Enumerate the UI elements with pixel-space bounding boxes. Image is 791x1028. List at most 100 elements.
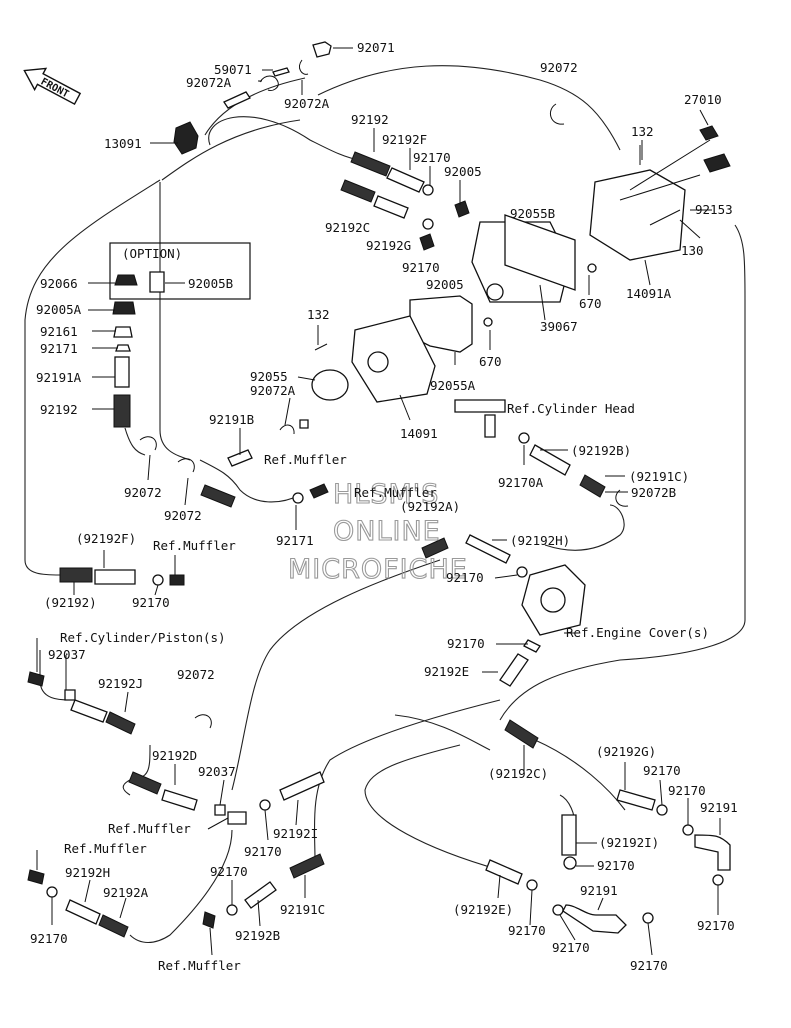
hose-92192H-lower	[65, 899, 101, 925]
label-92170A: 92170A	[498, 475, 544, 490]
label-92170-d: 92170	[132, 595, 170, 610]
fitting-cyl-piston	[27, 671, 45, 687]
label-92192A: 92192A	[103, 885, 149, 900]
ref-muffler-f: Ref.Muffler	[158, 958, 241, 973]
part-labels: 92071 59071 92072A 92072A 92072 27010 13…	[30, 40, 738, 973]
label-670-b: 670	[479, 354, 502, 369]
hose-92192I-right	[561, 814, 577, 856]
label-132-b: 132	[307, 307, 330, 322]
label-92191C-p: (92191C)	[629, 469, 689, 484]
clamp-92170-d	[152, 574, 164, 586]
label-92170-l: 92170	[508, 923, 546, 938]
label-130: 130	[681, 243, 704, 258]
label-92192B-p: (92192B)	[571, 443, 631, 458]
fitting-92037-a	[64, 689, 76, 701]
hose-92192B-lower	[244, 881, 277, 909]
label-92170-k: 92170	[30, 931, 68, 946]
label-92192-a: 92192	[351, 112, 389, 127]
fitting-92005B	[149, 271, 165, 293]
spring-92192C-lower	[504, 719, 539, 749]
hose-92191A	[114, 356, 130, 388]
label-92170-h: 92170	[244, 844, 282, 859]
label-92171-b: 92171	[276, 533, 314, 548]
label-92192J: 92192J	[98, 676, 143, 691]
cap-92066	[114, 274, 138, 286]
label-92191C: 92191C	[280, 902, 325, 917]
label-92153: 92153	[695, 202, 733, 217]
label-92005-b: 92005	[426, 277, 464, 292]
spring-92192H-mid	[421, 537, 449, 559]
bolt-132-b	[314, 343, 328, 351]
option-box: (OPTION)	[109, 242, 251, 300]
clip-92072A-low	[279, 424, 295, 435]
cover-port	[486, 283, 504, 301]
clamp-92170-k	[226, 904, 238, 916]
clamp-92170-b	[422, 218, 434, 230]
label-39067: 39067	[540, 319, 578, 334]
label-92192E: 92192E	[424, 664, 469, 679]
spring-92192A-lower	[98, 914, 129, 938]
bolt-130-shaft	[629, 139, 711, 191]
hose-92192F-lower	[94, 569, 136, 585]
hose-92191B	[227, 449, 253, 467]
fitting-92071	[312, 41, 332, 58]
front-arrow-icon: FRONT	[23, 67, 82, 106]
option-label: (OPTION)	[122, 246, 182, 261]
label-92055B: 92055B	[510, 206, 555, 221]
label-92192I: 92192I	[273, 826, 318, 841]
pin-59071	[272, 67, 290, 77]
label-92191-a: 92191	[700, 800, 738, 815]
clamp-92170-l	[526, 879, 538, 891]
bolt-130	[649, 209, 681, 226]
label-92072A-top: 92072A	[186, 75, 232, 90]
clip-92072A-top	[259, 75, 279, 91]
label-92072-b: 92072	[124, 485, 162, 500]
fitting-muffler-e	[27, 869, 45, 885]
spring-92192-mid	[200, 484, 236, 508]
fitting-92005-b	[419, 233, 435, 251]
label-92072A-mid: 92072A	[284, 96, 330, 111]
clamp-92170-n	[642, 912, 654, 924]
spring-92192-lower	[59, 567, 93, 583]
label-13091: 13091	[104, 136, 142, 151]
fitting-cylinder-head-tee	[484, 414, 496, 438]
label-92037-a: 92037	[48, 647, 86, 662]
cap-92161	[113, 326, 133, 338]
clamp-92170-o	[712, 874, 724, 886]
hose-92192G	[373, 195, 409, 219]
label-92192I-p: (92192I)	[599, 835, 659, 850]
label-92192C-p: (92192C)	[488, 766, 548, 781]
hose-92192E-mid	[499, 653, 529, 687]
hose-92192B-right	[529, 444, 571, 476]
label-92192H-p: (92192H)	[510, 533, 570, 548]
spring-92191C-right	[579, 474, 606, 498]
ref-cylinder-piston: Ref.Cylinder/Piston(s)	[60, 630, 226, 645]
gasket-92055B	[504, 214, 576, 291]
label-92192A-p: (92192A)	[400, 499, 460, 514]
clamp-92171-a	[115, 344, 131, 352]
label-92170-a: 92170	[413, 150, 451, 165]
label-92192D: 92192D	[152, 748, 197, 763]
oring-670-a	[587, 263, 597, 273]
label-92170-i: 92170	[597, 858, 635, 873]
clamp-92170-j	[46, 886, 58, 898]
label-92055A: 92055A	[430, 378, 476, 393]
hose-92192H-mid	[465, 534, 511, 564]
label-92005A: 92005A	[36, 302, 82, 317]
clamp-92170-i	[563, 856, 577, 870]
watermark-line-2: ONLINE	[333, 516, 441, 547]
label-92072-top: 92072	[540, 60, 578, 75]
clip-92072-b	[139, 436, 157, 451]
hose-92192J-piece	[70, 699, 108, 723]
ref-engine-cover: Ref.Engine Cover(s)	[566, 625, 709, 640]
clamp-92170-h	[259, 799, 271, 811]
cover-port-14091	[367, 351, 389, 373]
fitting-92153	[703, 153, 731, 173]
hose-92192F	[386, 167, 425, 193]
fitting-muffler-f	[202, 911, 216, 929]
label-92072-c: 92072	[164, 508, 202, 523]
fitting-92005A	[112, 301, 136, 315]
label-92192H: 92192H	[65, 865, 110, 880]
label-132-a: 132	[631, 124, 654, 139]
